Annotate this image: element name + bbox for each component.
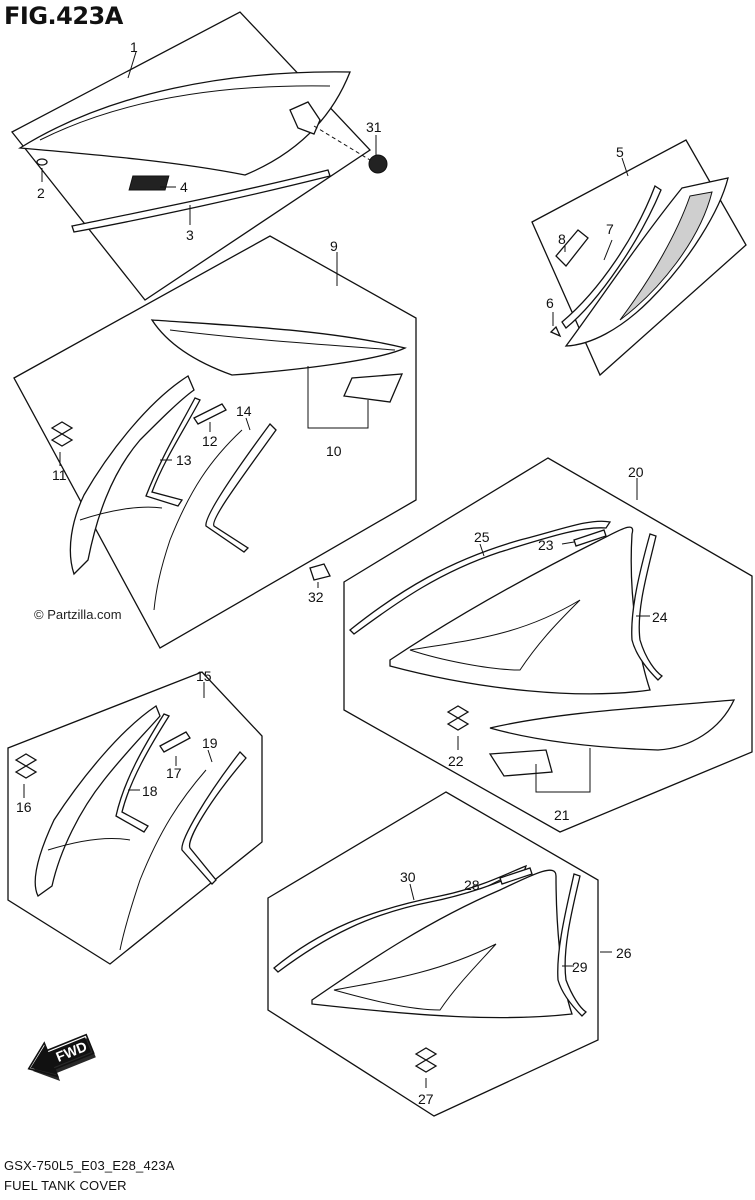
callout-21: 21 [554, 807, 570, 823]
part-3-trim[interactable] [71, 169, 331, 233]
part-7-trim[interactable] [561, 185, 662, 329]
panel-group-1 [11, 11, 372, 301]
callout-11: 11 [52, 467, 67, 483]
panel-group-26 [267, 791, 599, 1117]
part-17-strip[interactable] [159, 731, 191, 753]
figure-title: FIG.423A [4, 2, 123, 30]
callout-14: 14 [236, 403, 252, 419]
callout-2: 2 [37, 185, 45, 201]
callout-31: 31 [366, 119, 382, 135]
panel-group-5 [531, 139, 747, 377]
part-21-cover[interactable] [489, 699, 736, 751]
group-5-side-cover: 5 6 7 8 [531, 139, 747, 377]
part-12-strip[interactable] [193, 403, 227, 425]
callout-9: 9 [330, 238, 338, 254]
callout-18: 18 [142, 783, 158, 799]
callout-27: 27 [418, 1091, 434, 1107]
part-8-emblem[interactable] [555, 229, 589, 267]
callout-1: 1 [130, 39, 138, 55]
part-6-clip[interactable] [549, 325, 562, 338]
watermark-text: © Partzilla.com [34, 607, 122, 622]
part-16-logo[interactable] [14, 753, 38, 779]
callout-8: 8 [558, 231, 566, 247]
group-9-tank-cover-left: 9 10 11 12 13 14 [13, 235, 417, 649]
callout-20: 20 [628, 464, 644, 480]
callout-30: 30 [400, 869, 416, 885]
part-2-grommet[interactable] [36, 158, 48, 166]
part-24-trim[interactable] [631, 533, 664, 681]
callout-12: 12 [202, 433, 218, 449]
part-11-logo[interactable] [50, 421, 74, 447]
part-1-cover[interactable] [18, 71, 351, 176]
callout-13: 13 [176, 452, 192, 468]
part-18-trim[interactable] [115, 713, 170, 833]
callout-22: 22 [448, 753, 464, 769]
part-9-cover[interactable] [150, 319, 407, 376]
callout-25: 25 [474, 529, 490, 545]
part-25-trim[interactable] [349, 520, 612, 635]
panel-group-9 [13, 235, 417, 649]
fwd-arrow-icon: FWD [27, 1033, 96, 1081]
part-21-emblem[interactable] [488, 749, 553, 777]
callout-7: 7 [606, 221, 614, 237]
part-10-emblem[interactable] [343, 373, 404, 403]
part-20-cover[interactable] [389, 526, 651, 695]
part-19-trim[interactable] [181, 751, 247, 885]
callout-24: 24 [652, 609, 668, 625]
part-27-logo[interactable] [414, 1047, 438, 1073]
part-29-trim[interactable] [557, 873, 588, 1017]
callout-17: 17 [166, 765, 182, 781]
part-11-side-panel[interactable] [69, 375, 195, 576]
part-14-trim[interactable] [205, 423, 277, 553]
callout-23: 23 [538, 537, 554, 553]
group-20-tank-cover-right: 20 21 22 23 24 25 [343, 457, 753, 833]
part-26-cover[interactable] [311, 869, 573, 1019]
group-15-side-panel: 15 16 17 18 19 [7, 668, 263, 965]
group-26-tank-cover: 30 28 29 26 27 [267, 791, 632, 1117]
part-22-logo[interactable] [446, 705, 470, 731]
callout-4: 4 [180, 179, 188, 195]
callout-19: 19 [202, 735, 218, 751]
item-32-cushion: 32 [308, 563, 331, 605]
part-1-bracket[interactable] [289, 101, 321, 135]
callout-10: 10 [326, 443, 342, 459]
panel-group-20 [343, 457, 753, 833]
part-32-cushion[interactable] [309, 563, 331, 581]
callout-5: 5 [616, 144, 624, 160]
part-28-strip[interactable] [499, 867, 533, 885]
panel-group-15 [7, 671, 263, 965]
part-4-mesh[interactable] [128, 175, 170, 191]
part-13-trim[interactable] [145, 397, 201, 507]
callout-29: 29 [572, 959, 588, 975]
callout-32: 32 [308, 589, 324, 605]
callout-15: 15 [196, 668, 212, 684]
part-23-strip[interactable] [573, 529, 607, 547]
callout-26: 26 [616, 945, 632, 961]
callout-3: 3 [186, 227, 194, 243]
callout-6: 6 [546, 295, 554, 311]
group-1-tank-cover-assembly: 1 2 3 4 31 [11, 11, 388, 301]
part-31-nut[interactable] [368, 154, 388, 174]
footer-code: GSX-750L5_E03_E28_423A [4, 1158, 175, 1173]
callout-16: 16 [16, 799, 32, 815]
callout-28: 28 [464, 877, 480, 893]
part-15-side-panel[interactable] [34, 705, 161, 897]
footer-name: FUEL TANK COVER [4, 1178, 127, 1193]
